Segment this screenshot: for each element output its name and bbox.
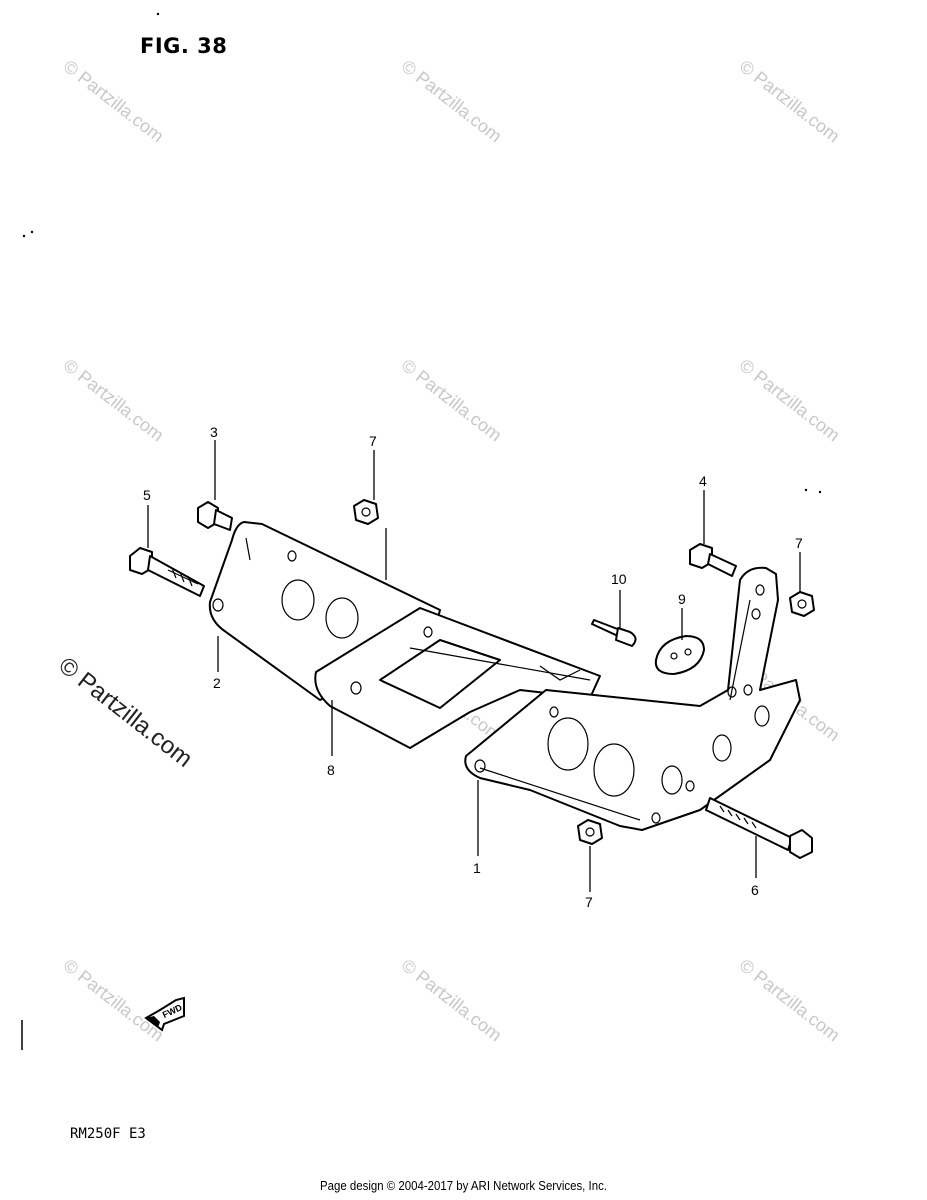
callout-9: 9 <box>678 591 686 607</box>
part-9-grommet <box>654 635 705 675</box>
figure-title: FIG. 38 <box>140 34 228 58</box>
leader-lines <box>147 440 801 892</box>
part-7-nut-top <box>353 499 379 525</box>
callout-7-bottom: 7 <box>585 894 593 910</box>
callout-3: 3 <box>210 424 218 440</box>
part-7-nut-bottom <box>577 819 603 845</box>
callout-1: 1 <box>473 860 481 876</box>
model-code: RM250F E3 <box>70 1126 146 1142</box>
part-1-main-bracket <box>464 566 801 831</box>
callout-6: 6 <box>751 882 759 898</box>
callout-8: 8 <box>327 762 335 778</box>
callout-7-top: 7 <box>369 433 377 449</box>
part-3-bolt <box>197 501 233 531</box>
copyright-footer: Page design © 2004-2017 by ARI Network S… <box>320 1178 607 1193</box>
callout-4: 4 <box>699 473 707 489</box>
callout-5: 5 <box>143 487 151 503</box>
callout-10: 10 <box>611 571 627 587</box>
part-5-long-bolt <box>129 547 205 597</box>
part-10-rivet <box>591 619 637 647</box>
part-7-nut-right <box>789 591 815 617</box>
fwd-arrow-icon: FWD <box>144 996 185 1032</box>
callout-7-right: 7 <box>795 535 803 551</box>
scan-marks <box>21 12 822 1050</box>
callout-2: 2 <box>213 675 221 691</box>
part-4-bolt <box>689 543 737 577</box>
part-6-long-bolt <box>705 797 813 859</box>
